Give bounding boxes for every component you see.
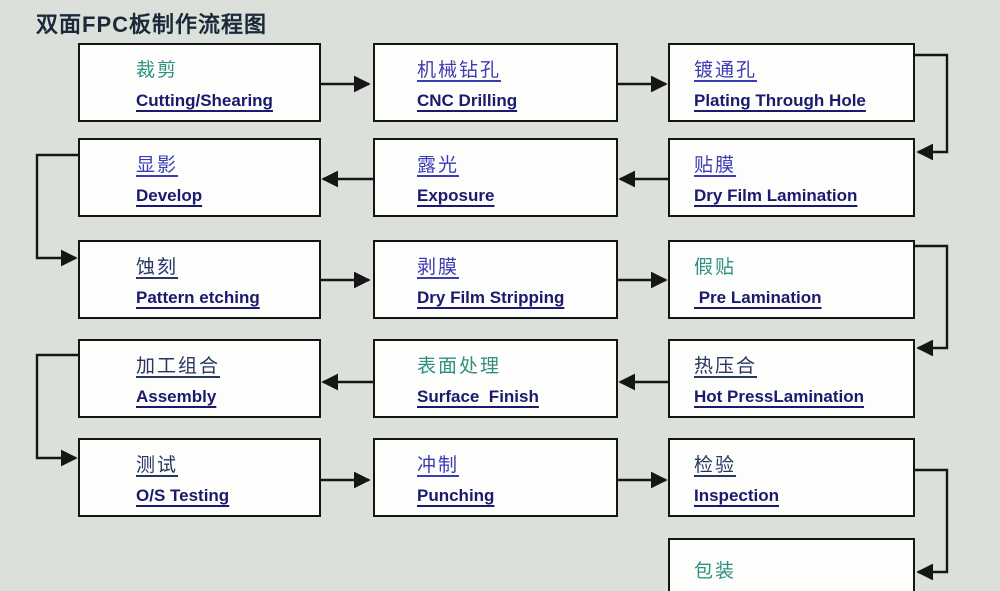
node-label-en: Inspection [694, 485, 780, 505]
page-title: 双面FPC板制作流程图 [36, 12, 268, 37]
flow-node-assembly: 加工组合 Assembly [78, 339, 321, 418]
node-label-en: Develop [136, 185, 203, 205]
flow-node-dry-film-lamination: 贴膜 Dry Film Lamination [668, 138, 915, 217]
node-label-zh: 表面处理 [417, 355, 502, 377]
flow-node-pre-lamination: 假贴 Pre Lamination [668, 240, 915, 319]
node-label-zh: 裁剪 [136, 59, 179, 81]
node-label-zh: 检验 [694, 454, 737, 476]
node-label-zh: 热压合 [694, 355, 758, 377]
node-label-zh: 冲制 [417, 454, 460, 476]
connector-develop-to-etching [35, 153, 78, 267]
node-label-zh: 镀通孔 [694, 59, 758, 81]
node-label-zh: 假贴 [694, 256, 737, 278]
node-label-en: CNC Drilling [417, 90, 518, 110]
flow-node-punching: 冲制 Punching [373, 438, 618, 517]
flow-node-develop: 显影 Develop [78, 138, 321, 217]
node-label-en: Hot PressLamination [694, 386, 865, 406]
flow-node-pattern-etching: 蚀刻 Pattern etching [78, 240, 321, 319]
flow-node-cnc-drilling: 机械钻孔 CNC Drilling [373, 43, 618, 122]
node-label-en: Assembly [136, 386, 217, 406]
node-label-en: Pattern etching [136, 287, 260, 307]
node-label-zh: 机械钻孔 [417, 59, 502, 81]
node-label-zh: 加工组合 [136, 355, 221, 377]
node-label-en: Cutting/Shearing [136, 90, 273, 110]
flow-node-hot-press-lamination: 热压合 Hot PressLamination [668, 339, 915, 418]
node-label-zh: 包装 [694, 561, 737, 582]
node-label-en: Dry Film Lamination [694, 185, 858, 205]
flow-node-surface-finish: 表面处理 Surface Finish [373, 339, 618, 418]
connector-assembly-to-testing [35, 353, 78, 467]
connector-plating-to-dryfilmlam [915, 53, 949, 161]
node-label-zh: 剥膜 [417, 256, 460, 278]
flow-node-exposure: 露光 Exposure [373, 138, 618, 217]
node-label-en: Exposure [417, 185, 495, 205]
flow-node-packing: 包装 [668, 538, 915, 591]
node-label-zh: 露光 [417, 154, 460, 176]
connector-inspection-to-packing [915, 468, 949, 581]
node-label-zh: 贴膜 [694, 154, 737, 176]
flow-node-os-testing: 测试 O/S Testing [78, 438, 321, 517]
node-label-en: O/S Testing [136, 485, 230, 505]
node-label-en: Surface Finish [417, 386, 539, 406]
node-label-en: Pre Lamination [694, 287, 822, 307]
node-label-en: Plating Through Hole [694, 90, 866, 110]
node-label-zh: 显影 [136, 154, 179, 176]
flow-node-plating-through-hole: 镀通孔 Plating Through Hole [668, 43, 915, 122]
flow-node-dry-film-stripping: 剥膜 Dry Film Stripping [373, 240, 618, 319]
flow-node-cutting-shearing: 裁剪 Cutting/Shearing [78, 43, 321, 122]
node-label-en: Dry Film Stripping [417, 287, 565, 307]
node-label-en: Punching [417, 485, 495, 505]
node-label-zh: 蚀刻 [136, 256, 179, 278]
flow-node-inspection: 检验 Inspection [668, 438, 915, 517]
node-label-zh: 测试 [136, 454, 179, 476]
connector-prelam-to-hotpress [915, 244, 949, 357]
